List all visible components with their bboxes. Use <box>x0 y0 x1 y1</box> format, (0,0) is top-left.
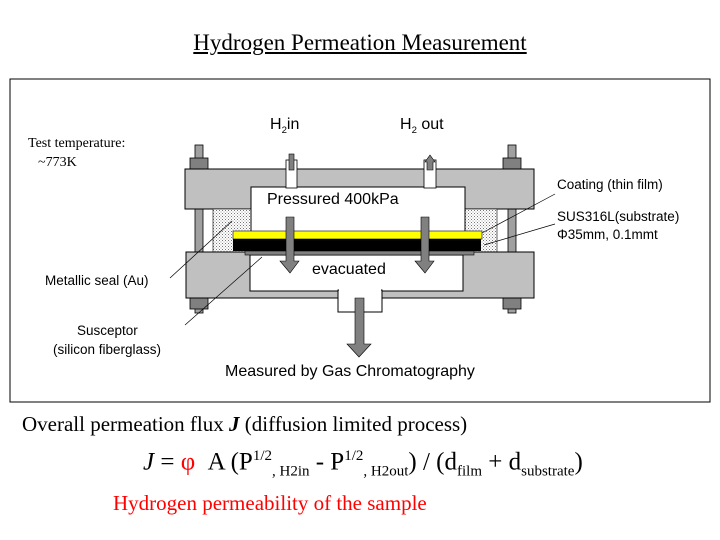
gc-label: Measured by Gas Chromatography <box>225 363 475 380</box>
leader-coating <box>481 193 556 234</box>
susceptor-layer <box>244 250 475 256</box>
coating-label: Coating (thin film) <box>557 177 663 192</box>
leader-seal <box>169 220 233 279</box>
flux-heading: Overall permeation flux J (diffusion lim… <box>22 412 468 436</box>
substrate-dims-label: Φ35mm, 0.1mmt <box>557 227 658 242</box>
susceptor-label: Susceptor <box>77 323 138 338</box>
susceptor-material-label: (silicon fiberglass) <box>53 342 162 357</box>
coating-layer <box>232 230 483 240</box>
h2-out-label: H2 out <box>400 116 444 137</box>
gc-arrow <box>346 297 372 358</box>
permeation-arrow-right <box>414 216 435 274</box>
test-temperature-label: Test temperature: <box>28 136 126 151</box>
substrate-layer <box>233 239 481 251</box>
pressured-label: Pressured 400kPa <box>267 191 399 208</box>
evacuated-label: evacuated <box>312 261 386 278</box>
metallic-seal-label: Metallic seal (Au) <box>45 273 149 288</box>
slide-title: Hydrogen Permeation Measurement <box>193 30 527 55</box>
leader-susceptor <box>184 256 263 326</box>
h2-in-label: H2in <box>270 116 300 137</box>
diagram-frame <box>9 78 711 403</box>
permeation-arrow-left <box>279 216 300 274</box>
inlet-rod <box>288 153 295 171</box>
permeability-caption: Hydrogen permeability of the sample <box>113 491 427 515</box>
leader-substrate <box>483 223 556 246</box>
test-temperature-value: ~773K <box>38 155 77 170</box>
substrate-label: SUS316L(substrate) <box>557 209 680 224</box>
flux-equation: J = φ A (P1/2, H2in - P1/2, H2out) / (df… <box>143 448 583 480</box>
outlet-arrow-up <box>424 154 436 171</box>
